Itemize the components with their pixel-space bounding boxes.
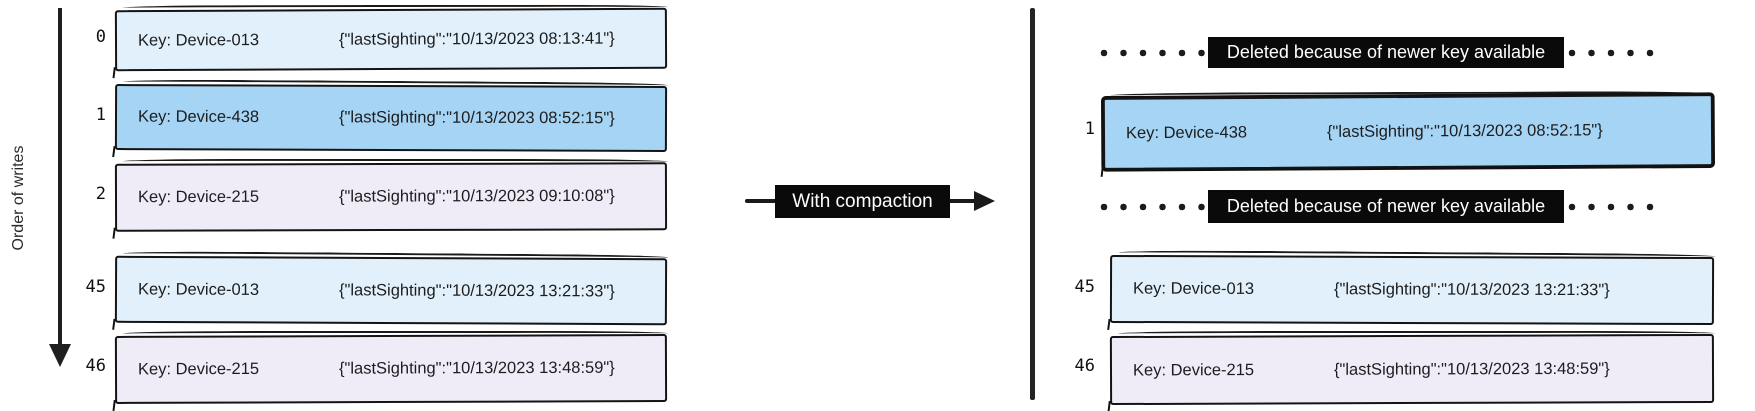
order-of-writes-axis-line [58, 8, 62, 346]
record-key: Key: Device-013 [137, 279, 260, 299]
write-index-1: 1 [95, 105, 106, 125]
deleted-note-text: Deleted because of newer key available [1226, 42, 1546, 62]
compacted-log-axis-line [1030, 8, 1035, 400]
write-index-0: 0 [95, 27, 106, 47]
record-key: Key: Device-013 [1132, 279, 1255, 298]
write-index-1: 1 [1084, 119, 1095, 139]
deleted-note-2: Deleted because of newer key available [1208, 190, 1564, 223]
write-index-45: 45 [85, 277, 106, 297]
write-index-45: 45 [1074, 277, 1095, 297]
record-value: {"lastSighting":"10/13/2023 08:52:15"} [1326, 121, 1603, 141]
record-key: Key: Device-438 [1125, 123, 1248, 143]
record-device-438: Key: Device-438 {"lastSighting":"10/13/2… [114, 84, 668, 152]
record-device-215-new: Key: Device-215 {"lastSighting":"10/13/2… [114, 334, 668, 404]
record-value: {"lastSighting":"10/13/2023 13:21:33"} [1333, 280, 1610, 300]
deleted-note-text: Deleted because of newer key available [1226, 196, 1546, 216]
record-value: {"lastSighting":"10/13/2023 08:52:15"} [338, 108, 615, 128]
compaction-arrow-line [948, 199, 978, 203]
record-device-013-new: Key: Device-013 {"lastSighting":"10/13/2… [1109, 254, 1715, 326]
deleted-note-1: Deleted because of newer key available [1208, 37, 1564, 68]
write-index-46: 46 [1074, 356, 1095, 376]
record-value: {"lastSighting":"10/13/2023 13:48:59"} [338, 358, 615, 378]
record-value: {"lastSighting":"10/13/2023 08:13:41"} [338, 29, 615, 49]
record-key: Key: Device-215 [1132, 360, 1255, 379]
write-index-46: 46 [85, 356, 106, 376]
order-of-writes-label: Order of writes [10, 145, 27, 251]
record-value: {"lastSighting":"10/13/2023 09:10:08"} [338, 186, 615, 206]
record-device-438: Key: Device-438 {"lastSighting":"10/13/2… [1102, 94, 1714, 170]
record-device-215-new: Key: Device-215 {"lastSighting":"10/13/2… [1109, 333, 1715, 406]
record-key: Key: Device-438 [137, 107, 260, 127]
record-key: Key: Device-013 [137, 30, 260, 50]
write-index-2: 2 [95, 184, 106, 204]
record-device-013-new: Key: Device-013 {"lastSighting":"10/13/2… [114, 255, 668, 326]
right-arrowhead-icon [974, 191, 995, 211]
with-compaction-text: With compaction [792, 190, 933, 212]
record-value: {"lastSighting":"10/13/2023 13:21:33"} [338, 280, 615, 300]
record-key: Key: Device-215 [137, 187, 260, 207]
with-compaction-label: With compaction [775, 185, 950, 218]
record-device-215-old: Key: Device-215 {"lastSighting":"10/13/2… [114, 162, 668, 232]
down-arrowhead-icon [49, 344, 71, 367]
record-device-013-old: Key: Device-013 {"lastSighting":"10/13/2… [114, 7, 668, 72]
record-key: Key: Device-215 [137, 359, 260, 379]
compaction-arrow-line [745, 199, 777, 203]
record-value: {"lastSighting":"10/13/2023 13:48:59"} [1333, 359, 1610, 379]
